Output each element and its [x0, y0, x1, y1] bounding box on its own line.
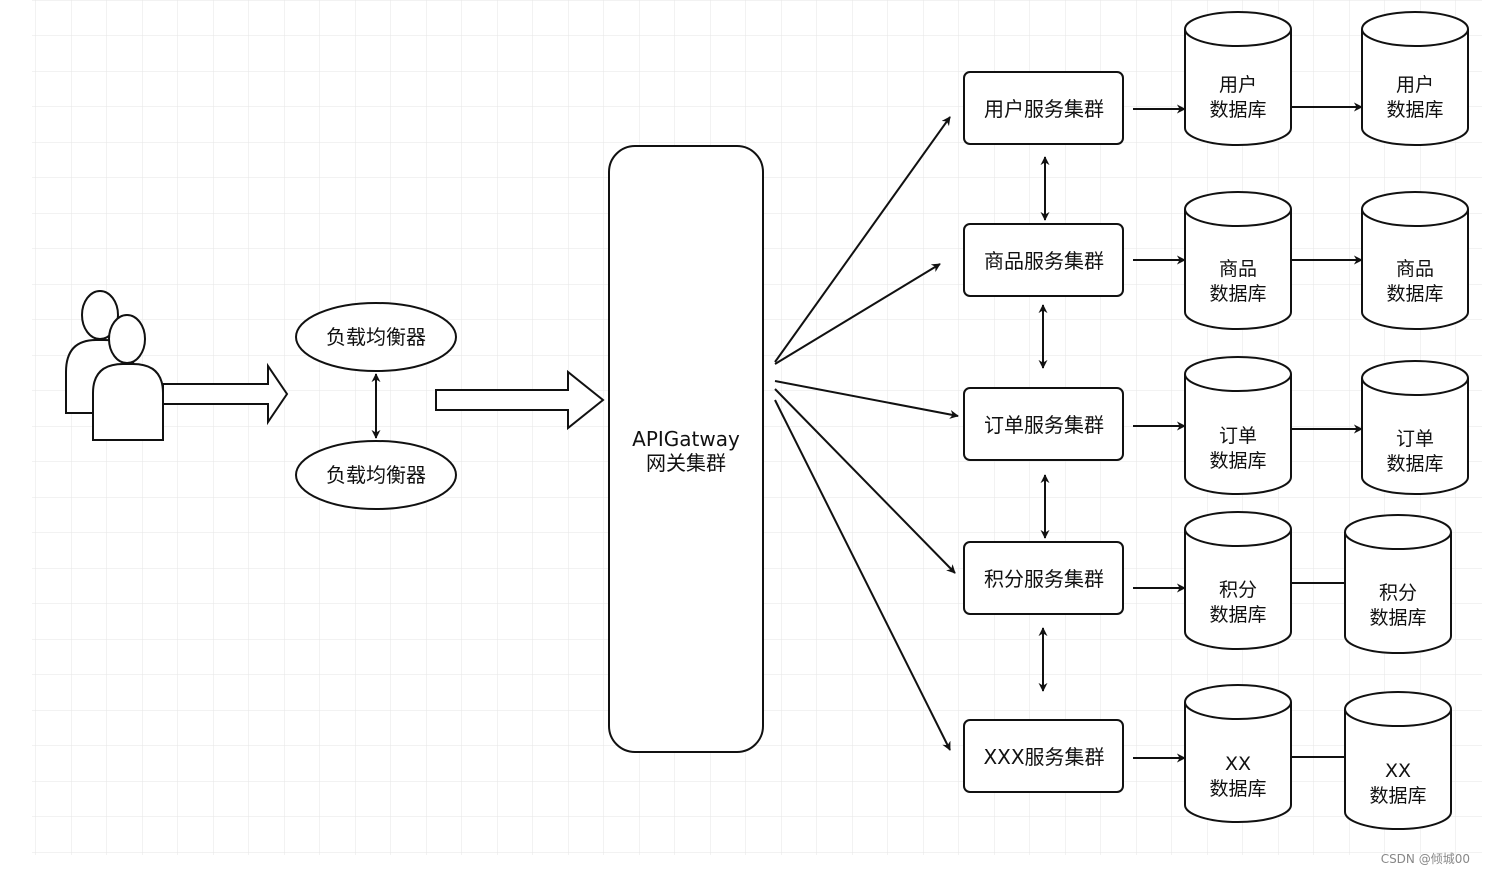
points-db-replica[interactable] — [1344, 514, 1452, 654]
order-db-primary-label-top: 订单 — [1219, 425, 1257, 447]
order-db-replica-label-bottom: 数据库 — [1386, 453, 1443, 475]
xx-db-replica-label-bottom: 数据库 — [1369, 785, 1426, 807]
points-db-primary-label-bottom: 数据库 — [1209, 604, 1266, 626]
order-db-replica-label-top: 订单 — [1396, 428, 1434, 450]
api-gateway-label-line2: 网关集群 — [646, 451, 726, 475]
service-user-label: 用户服务集群 — [984, 97, 1104, 121]
users-to-lb-arrow — [162, 362, 289, 426]
user-db-replica-label-top: 用户 — [1396, 74, 1434, 96]
xx-db-primary-label-top: XX — [1225, 753, 1251, 775]
user-db-replica[interactable] — [1361, 11, 1469, 146]
load-balancer-1-label: 负载均衡器 — [326, 325, 426, 349]
api-gateway[interactable] — [608, 145, 764, 753]
watermark: CSDN @倾城00 — [1381, 852, 1470, 866]
service-order-label: 订单服务集群 — [984, 413, 1104, 437]
gateway-to-product-service-arrow — [774, 263, 941, 365]
xx-db-primary[interactable] — [1184, 684, 1292, 823]
xx-db-replica-label-top: XX — [1385, 760, 1411, 782]
points-db-replica-label-bottom: 数据库 — [1369, 607, 1426, 629]
order-db-primary-label-bottom: 数据库 — [1209, 450, 1266, 472]
service-product-label: 商品服务集群 — [984, 249, 1104, 273]
service-points-label: 积分服务集群 — [984, 567, 1104, 591]
product-db-primary-label-bottom: 数据库 — [1209, 283, 1266, 305]
product-db-primary-label-top: 商品 — [1219, 258, 1257, 280]
api-gateway-label-line1: APIGatway — [632, 427, 740, 451]
load-balancer-1[interactable] — [295, 302, 457, 372]
user-db-primary-label-bottom: 数据库 — [1209, 99, 1266, 121]
service-order[interactable] — [963, 387, 1124, 461]
service-product[interactable] — [963, 223, 1124, 297]
product-db-primary[interactable] — [1184, 191, 1292, 330]
service-xxx-label: XXX服务集群 — [983, 745, 1104, 769]
xx-db-replica[interactable] — [1344, 691, 1452, 830]
gateway-to-user-service-arrow — [774, 116, 951, 363]
user-db-primary-label-top: 用户 — [1219, 74, 1257, 96]
order-db-replica[interactable] — [1361, 360, 1469, 495]
product-db-replica-label-top: 商品 — [1396, 258, 1434, 280]
load-balancer-2[interactable] — [295, 440, 457, 510]
points-db-primary[interactable] — [1184, 511, 1292, 650]
user-db-replica-label-bottom: 数据库 — [1386, 99, 1443, 121]
gateway-to-points-service-arrow — [774, 388, 956, 574]
product-db-replica[interactable] — [1361, 191, 1469, 330]
service-user[interactable] — [963, 71, 1124, 145]
points-db-replica-label-top: 积分 — [1379, 582, 1417, 604]
lb-to-gateway-arrow — [435, 369, 605, 431]
gateway-to-xxx-service-arrow — [774, 399, 951, 751]
points-db-primary-label-top: 积分 — [1219, 579, 1257, 601]
order-db-primary[interactable] — [1184, 356, 1292, 495]
xx-db-primary-label-bottom: 数据库 — [1209, 778, 1266, 800]
load-balancer-2-label: 负载均衡器 — [326, 463, 426, 487]
service-points[interactable] — [963, 541, 1124, 615]
product-db-replica-label-bottom: 数据库 — [1386, 283, 1443, 305]
user-db-primary[interactable] — [1184, 11, 1292, 146]
service-xxx[interactable] — [963, 719, 1124, 793]
gateway-to-order-service-arrow — [774, 380, 959, 419]
